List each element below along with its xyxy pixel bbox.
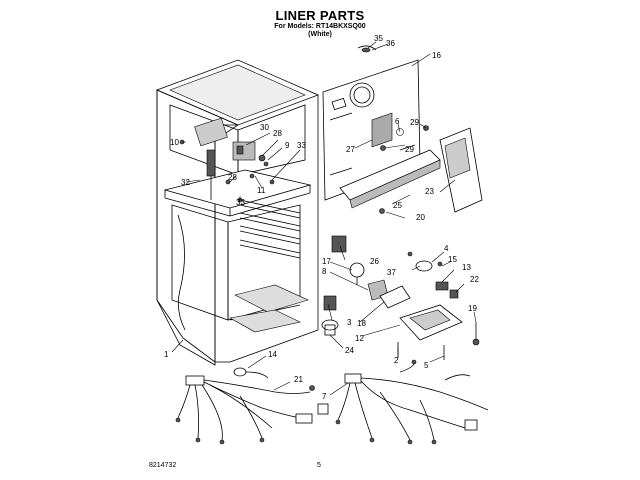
callout-20: 20 <box>416 213 425 222</box>
callout-37: 37 <box>387 268 396 277</box>
callout-12: 12 <box>355 334 364 343</box>
liner-cabinet <box>155 59 320 366</box>
document-number: 8214732 <box>149 462 177 469</box>
callout-9: 9 <box>285 141 290 150</box>
callout-15: 15 <box>448 255 457 264</box>
callout-35: 35 <box>374 34 383 43</box>
callout-33b: 33 <box>236 198 245 207</box>
callout-7: 7 <box>322 392 327 401</box>
color-line: (White) <box>308 31 332 38</box>
callout-labels: 1 2 3 4 5 6 7 8 9 10 11 12 13 14 15 16 1… <box>164 34 479 401</box>
callout-11: 11 <box>257 186 266 195</box>
callout-29b: 29 <box>405 145 414 154</box>
callout-18: 18 <box>357 319 366 328</box>
callout-25: 25 <box>393 201 402 210</box>
callout-19: 19 <box>468 304 477 313</box>
callout-26: 26 <box>370 257 379 266</box>
lamp-socket-parts <box>321 235 480 360</box>
callout-4: 4 <box>444 244 449 253</box>
callout-29a: 29 <box>410 118 419 127</box>
callout-8: 8 <box>322 267 327 276</box>
callout-10: 10 <box>170 138 179 147</box>
evaporator-cover-assembly <box>322 45 483 214</box>
callout-21: 21 <box>294 375 303 384</box>
callout-13: 13 <box>462 263 471 272</box>
callout-14: 14 <box>268 350 277 359</box>
page-number: 5 <box>317 462 321 469</box>
callout-23: 23 <box>425 187 434 196</box>
callout-30: 30 <box>260 123 269 132</box>
callout-16: 16 <box>432 51 441 60</box>
callout-27: 27 <box>346 145 355 154</box>
callout-32: 32 <box>181 178 190 187</box>
callout-36: 36 <box>386 39 395 48</box>
callout-24: 24 <box>345 346 354 355</box>
callout-28b: 28 <box>228 173 237 182</box>
callout-17: 17 <box>322 257 331 266</box>
page-title: LINER PARTS <box>275 8 365 23</box>
callout-5: 5 <box>424 361 429 370</box>
callout-1: 1 <box>164 350 169 359</box>
callout-3: 3 <box>347 318 352 327</box>
callout-2: 2 <box>394 356 399 365</box>
leader-lines <box>171 41 477 396</box>
models-line: For Models: RT14BKXSQ00 <box>274 23 366 30</box>
callout-6: 6 <box>395 117 400 126</box>
callout-33a: 33 <box>297 141 306 150</box>
callout-22: 22 <box>470 275 479 284</box>
wire-harnesses <box>175 359 489 445</box>
callout-28a: 28 <box>273 129 282 138</box>
